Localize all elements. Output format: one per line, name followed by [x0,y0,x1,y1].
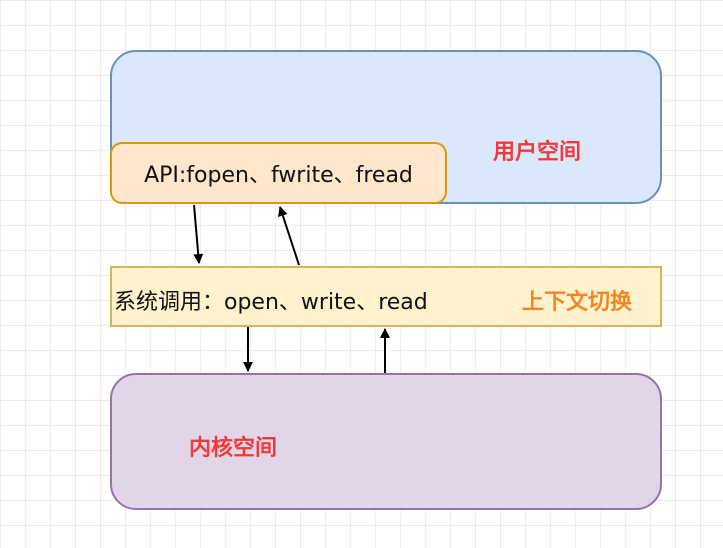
kernel-space-box [110,373,662,510]
api-box: API:fopen、fwrite、fread [110,142,447,204]
syscall-text: 系统调用：open、write、read [114,290,428,315]
api-text: API:fopen、fwrite、fread [144,163,413,188]
context-switch-label: 上下文切换 [522,290,633,315]
syscall-box [110,266,662,327]
kernel-space-label: 内核空间 [189,436,278,461]
arrow-api-to-syscall [193,204,204,264]
user-space-label: 用户空间 [493,140,582,165]
arrow-syscall-to-api [278,206,300,266]
